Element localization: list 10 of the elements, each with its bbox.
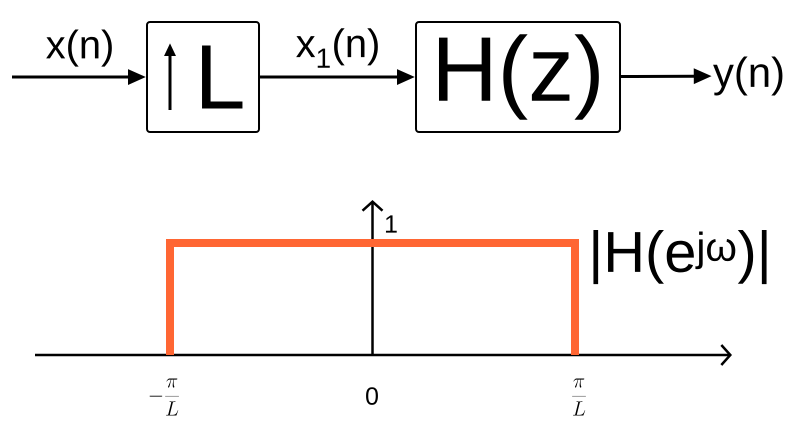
tick-label: $\frac{\pi}{L}$ bbox=[572, 378, 586, 416]
filter-box: H(z) bbox=[415, 21, 621, 133]
function-label: |H(e$^{jω}$)| bbox=[593, 230, 767, 284]
tick-label: 0 bbox=[366, 387, 378, 405]
edge-label: x(n) bbox=[46, 29, 112, 67]
upsampler-box: L bbox=[146, 21, 260, 133]
tick-label: $-\frac{\pi}{L}$ bbox=[150, 378, 179, 416]
tick-label: 1 bbox=[386, 215, 397, 233]
signal-label: y(n) bbox=[713, 56, 782, 96]
edge-label: x$_{1}$(n) bbox=[296, 28, 378, 68]
